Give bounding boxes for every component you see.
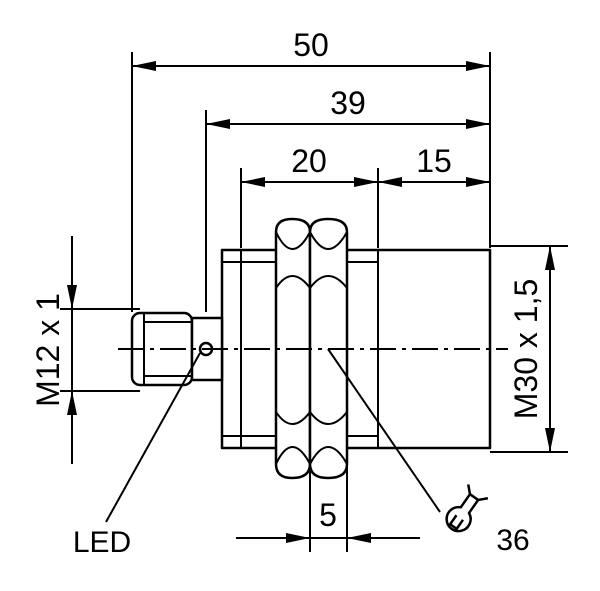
dimension-5-label: 5 <box>319 497 337 533</box>
wrench-icon <box>445 484 489 533</box>
connector-thread-label: M12 x 1 <box>30 293 66 407</box>
dimension-thread-length: 20 <box>241 143 378 187</box>
wrench-size-label: 36 <box>496 524 529 557</box>
housing-thread-label: M30 x 1,5 <box>508 279 544 420</box>
dimension-connector-thread: M12 x 1 <box>30 236 77 464</box>
led-label: LED <box>73 526 131 559</box>
led-callout: LED <box>73 352 201 559</box>
dimension-housing-thread: M30 x 1,5 <box>508 246 555 452</box>
dimension-nut-thickness: 5 <box>236 497 420 543</box>
wrench-size-callout: 36 <box>327 348 530 557</box>
dimension-15-label: 15 <box>416 143 452 179</box>
dimension-50-label: 50 <box>293 27 329 63</box>
dimension-sensing-face-length: 15 <box>378 143 490 187</box>
dimension-20-label: 20 <box>291 143 327 179</box>
dimension-overall-length: 50 <box>132 27 490 71</box>
dimension-39-label: 39 <box>330 85 366 121</box>
dimension-length-to-flange: 39 <box>206 85 490 129</box>
